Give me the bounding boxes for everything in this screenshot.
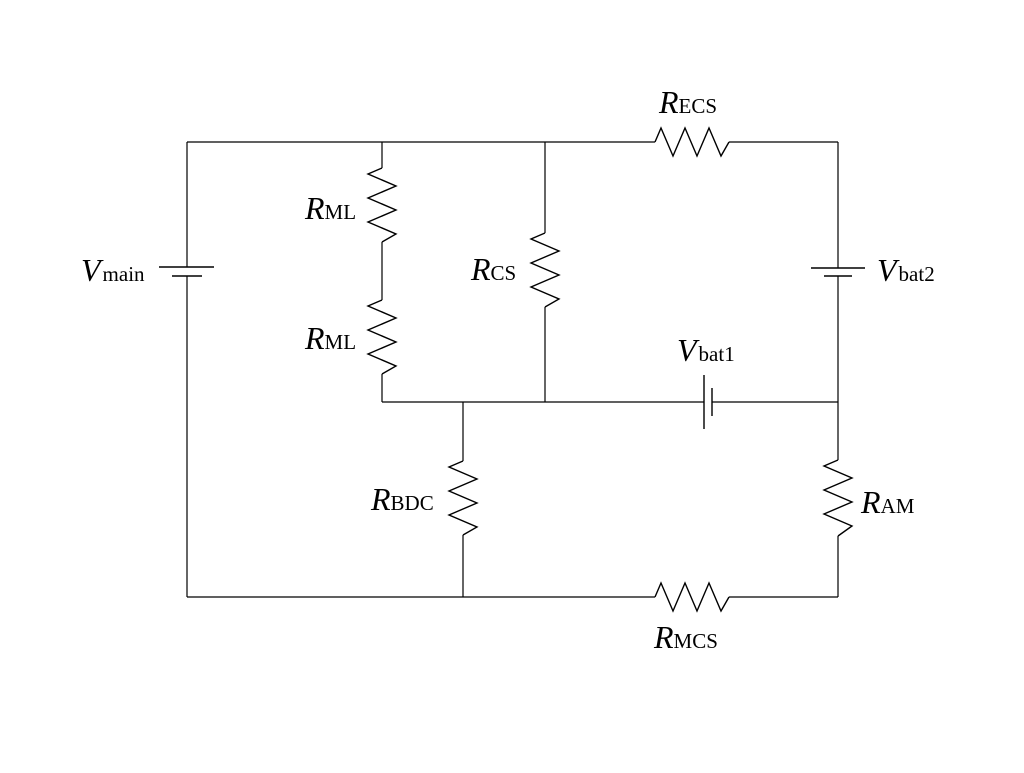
label-v-main: Vmain: [81, 252, 145, 288]
resistor-mcs-symbol: [654, 581, 730, 613]
label-r-bdc: RBDC: [370, 481, 434, 517]
label-r-cs: RCS: [470, 251, 516, 287]
resistor-ecs-symbol: [654, 126, 730, 158]
label-r-ecs: RECS: [658, 84, 717, 120]
resistor-cs-symbol: [529, 232, 561, 308]
resistor-ml-1-symbol: [366, 167, 398, 243]
label-v-bat2: Vbat2: [877, 252, 935, 288]
battery-main-symbol: [159, 266, 214, 277]
battery-bat1-symbol: [703, 375, 713, 429]
label-r-am: RAM: [860, 484, 915, 520]
label-r-ml-2: RML: [304, 320, 356, 356]
label-v-bat1: Vbat1: [677, 332, 735, 368]
resistor-am-symbol: [822, 459, 854, 537]
battery-bat2-symbol: [811, 267, 865, 277]
resistor-ml-2-symbol: [366, 299, 398, 375]
resistor-bdc-symbol: [447, 460, 479, 536]
label-r-ml-1: RML: [304, 190, 356, 226]
wires: [186, 141, 839, 598]
label-r-mcs: RMCS: [653, 619, 718, 655]
